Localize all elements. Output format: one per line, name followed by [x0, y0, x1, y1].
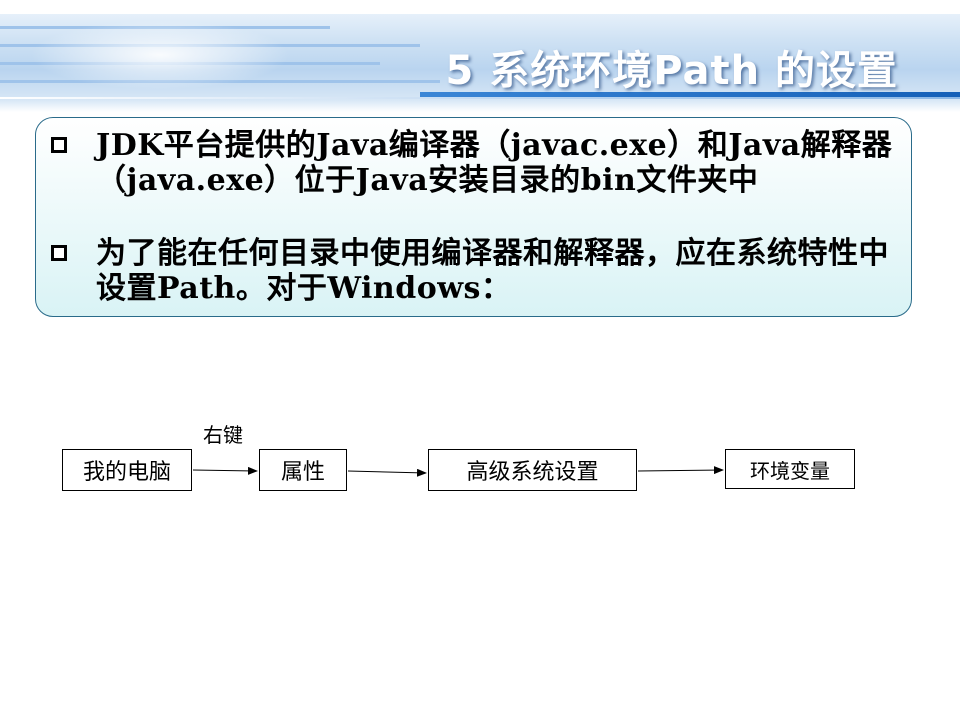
bullet-box: JDK平台提供的Java编译器（javac.exe）和Java解释器（java.… — [35, 117, 912, 317]
flow-arrow — [637, 466, 724, 475]
flow-step-properties: 属性 — [259, 449, 347, 491]
banner-glow — [30, 20, 290, 90]
slide-title: 5 系统环境Path 的设置 — [445, 48, 898, 94]
flow-step-my-computer: 我的电脑 — [62, 449, 192, 491]
header-banner: 5 系统环境Path 的设置 — [0, 0, 960, 112]
flow-step-env-variables: 环境变量 — [725, 449, 855, 489]
bullet-square-icon — [51, 137, 67, 153]
bullet-item: JDK平台提供的Java编译器（javac.exe）和Java解释器（java.… — [51, 128, 896, 198]
flow-step-advanced-settings: 高级系统设置 — [428, 449, 637, 491]
flow-arrow — [347, 468, 427, 477]
banner-accent-line — [0, 97, 960, 99]
banner-accent-bar — [420, 92, 960, 97]
bullet-text: 为了能在任何目录中使用编译器和解释器，应在系统特性中设置Path。对于Windo… — [96, 236, 889, 306]
flow-arrow — [192, 466, 258, 475]
bullet-item: 为了能在任何目录中使用编译器和解释器，应在系统特性中设置Path。对于Windo… — [51, 236, 896, 306]
bullet-text: JDK平台提供的Java编译器（javac.exe）和Java解释器（java.… — [96, 128, 893, 198]
bullet-square-icon — [51, 245, 67, 261]
flow-edge-label: 右键 — [203, 423, 243, 447]
